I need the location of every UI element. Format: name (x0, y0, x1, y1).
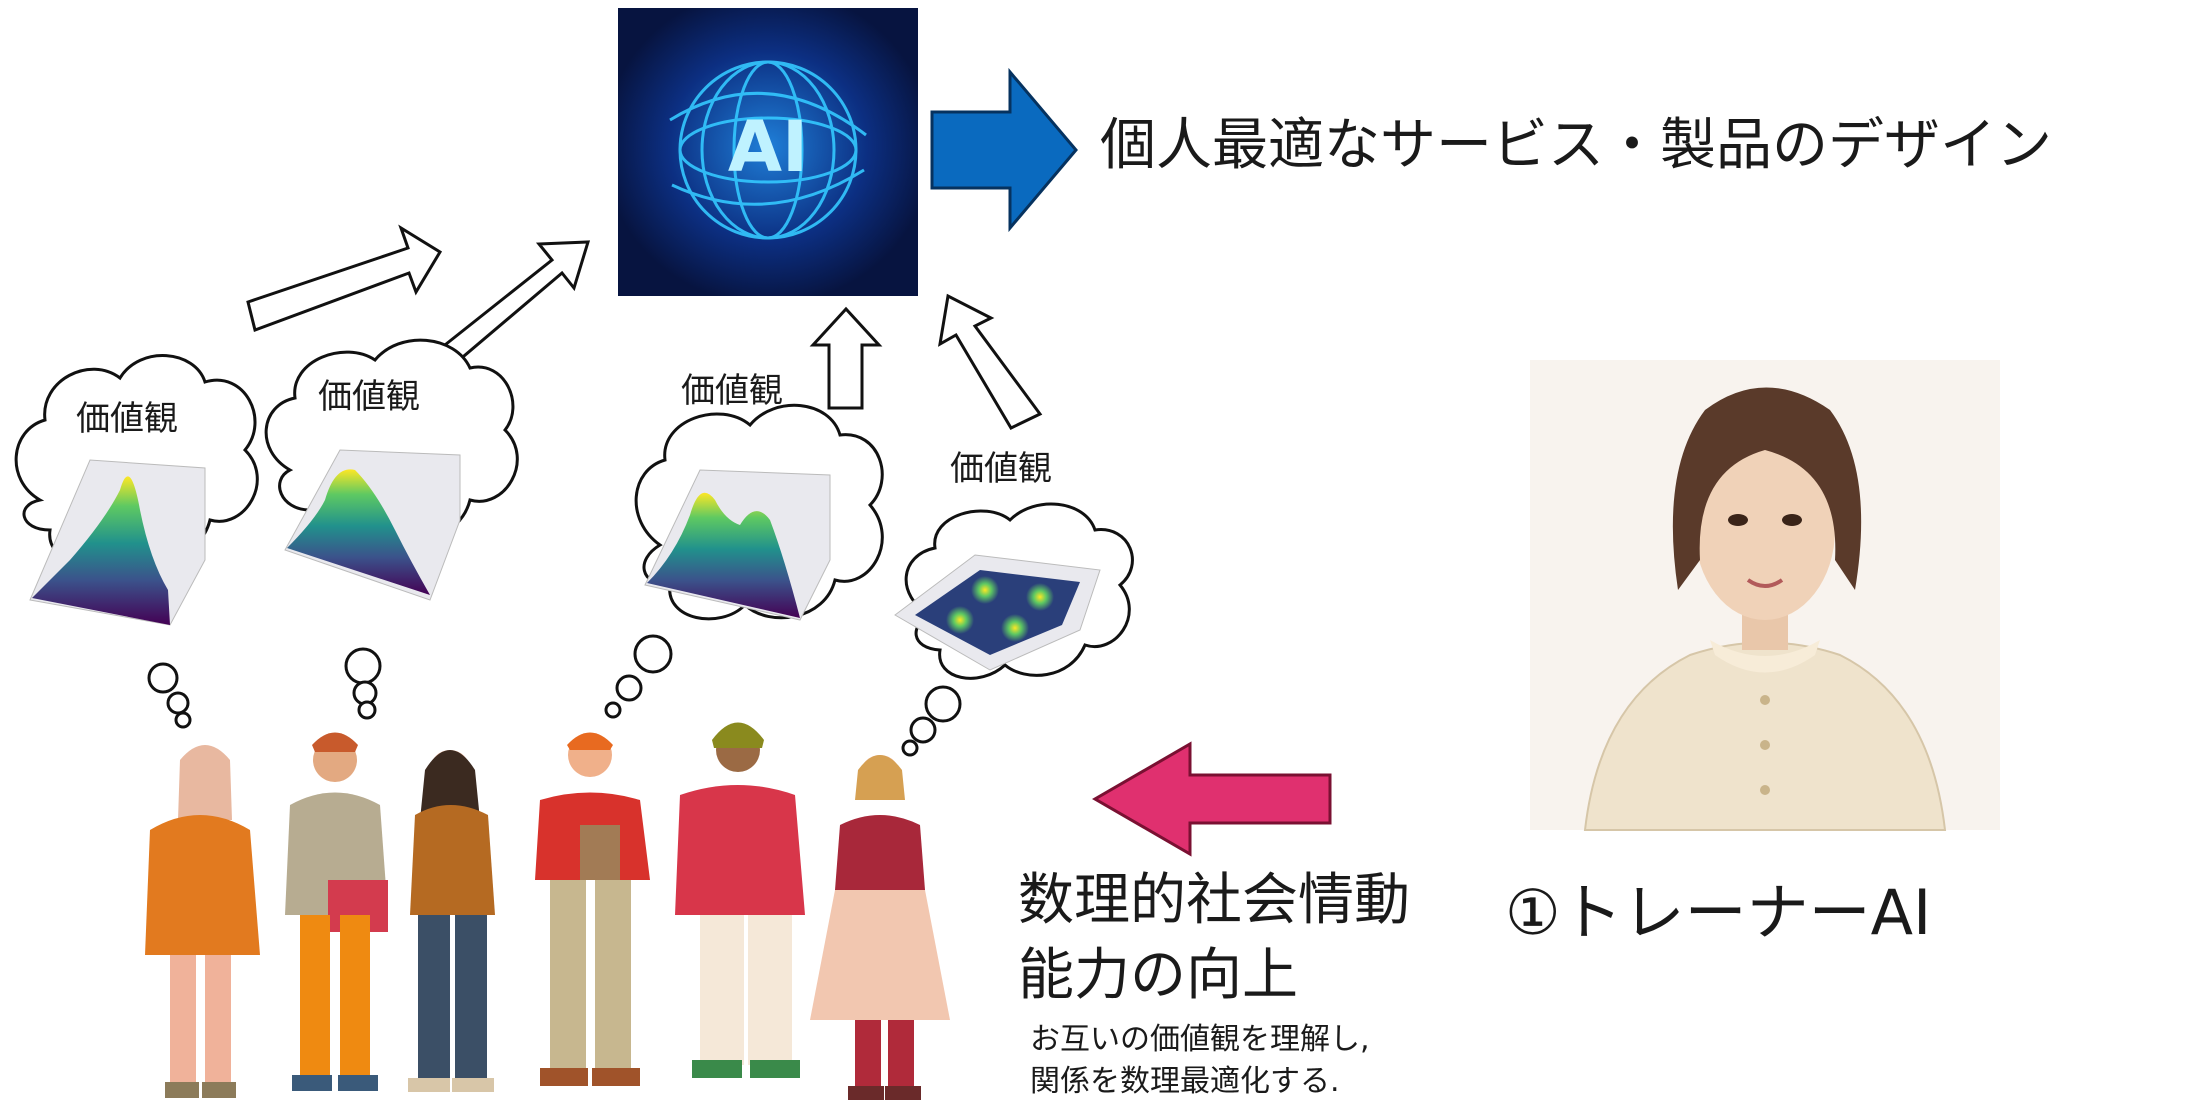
input-arrows (246, 224, 1043, 430)
input-arrow-4 (938, 293, 1043, 430)
person-1 (145, 745, 260, 1098)
ai-sphere-icon (669, 60, 867, 240)
improvement-note-1: お互いの価値観を理解し, (1030, 1022, 1370, 1057)
value-surface-chart-1 (29, 459, 206, 626)
person-6 (810, 755, 950, 1100)
person-2 (285, 732, 388, 1091)
input-arrow-1 (246, 224, 443, 332)
person-5 (675, 722, 805, 1078)
value-surface-chart-4 (894, 554, 1101, 671)
thought-cloud-4 (894, 502, 1134, 757)
person-3 (408, 750, 495, 1092)
improvement-line-2: 能力の向上 (1018, 943, 1298, 1008)
value-surface-chart-2 (284, 449, 461, 601)
value-label-1: 価値観 (76, 399, 178, 439)
value-label-2: 価値観 (318, 377, 420, 417)
ai-image (618, 8, 918, 296)
person-4 (535, 732, 650, 1086)
value-label-3: 価値観 (681, 371, 783, 411)
trainer-arrow (1092, 741, 1332, 857)
thought-cloud-1 (14, 354, 259, 729)
trainer-avatar (1530, 360, 2000, 831)
output-arrow (930, 67, 1078, 233)
improvement-line-1: 数理的社会情動 (1018, 868, 1410, 933)
thought-cloud-3 (604, 403, 884, 719)
ai-label: AI (727, 106, 809, 188)
value-label-4: 価値観 (950, 449, 1052, 489)
people-illustration (145, 722, 950, 1100)
improvement-note-2: 関係を数理最適化する. (1030, 1064, 1340, 1099)
input-arrow-3 (809, 306, 883, 410)
output-text: 個人最適なサービス・製品のデザイン (1100, 113, 2052, 178)
value-surface-chart-3 (644, 469, 831, 621)
thought-cloud-2 (264, 338, 519, 720)
trainer-label: ①トレーナーAI (1505, 876, 1932, 949)
